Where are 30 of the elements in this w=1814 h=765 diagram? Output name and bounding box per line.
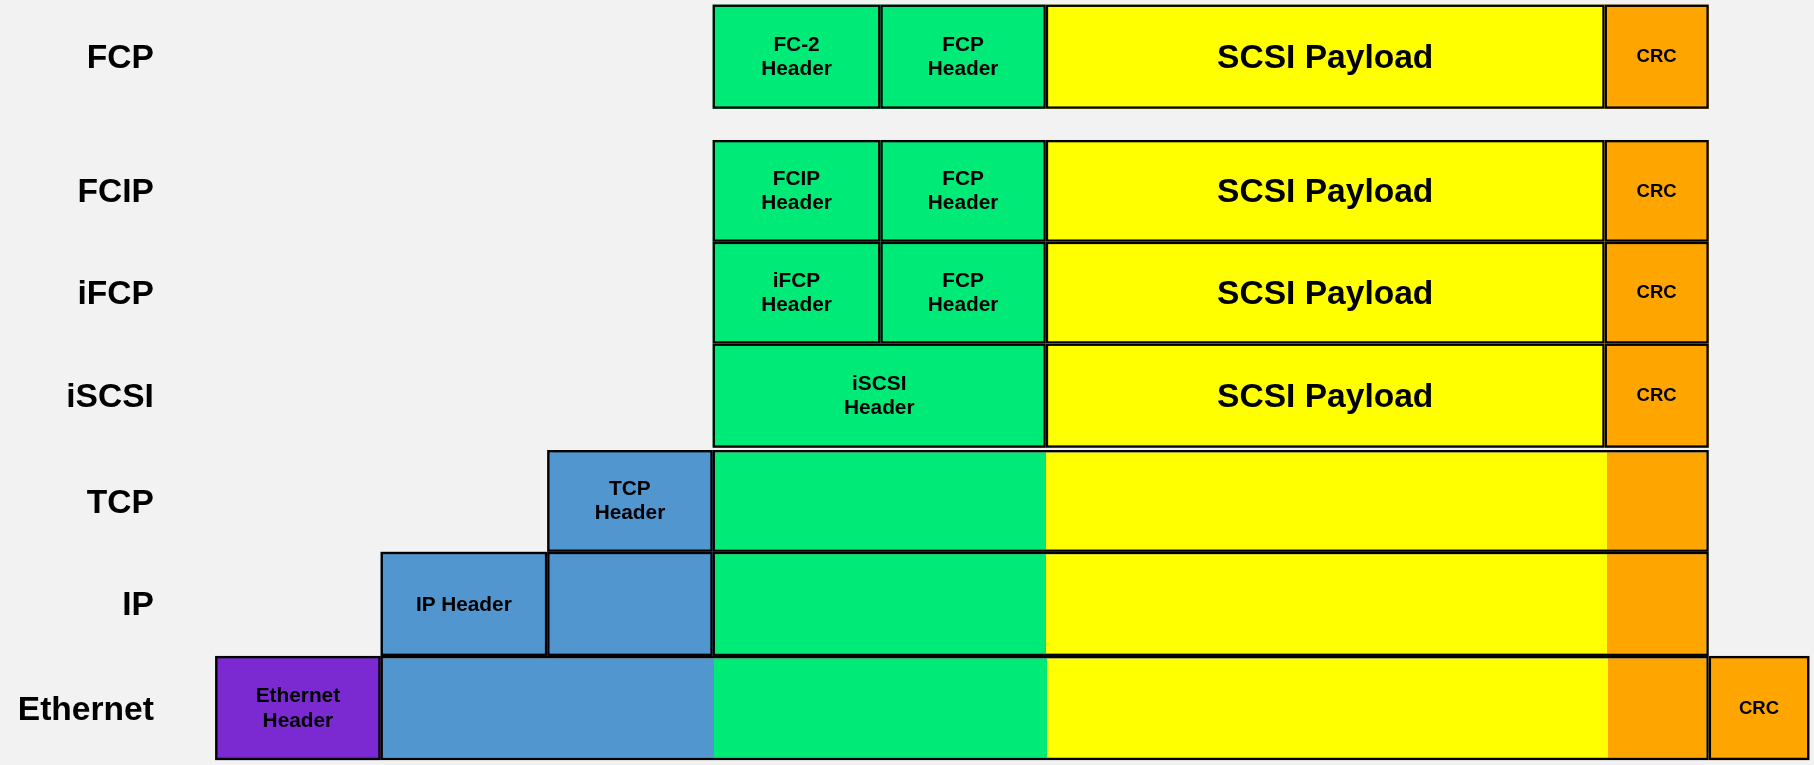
layer-label: Ethernet [17,689,154,728]
header-field: IP Header [380,551,548,656]
payload-field: SCSI Payload [1045,4,1605,109]
checksum-field: CRC [1604,4,1709,109]
header-field: Ethernet Header [215,655,381,761]
layer-label: IP [122,585,154,624]
checksum-field: CRC [1604,343,1709,448]
layer-label: FCIP [77,172,154,211]
payload-field: SCSI Payload [1045,343,1605,448]
header-field: iSCSI Header [712,343,1046,448]
data-field [380,655,1709,761]
layer-label: iSCSI [66,377,154,416]
layer-label: iFCP [77,274,154,313]
data-field [712,450,1709,552]
payload-field: SCSI Payload [1045,140,1605,242]
data-field [712,551,1709,656]
header-field: FCIP Header [712,140,881,242]
checksum-field: CRC [1708,655,1810,761]
header-field: FCP Header [880,140,1046,242]
layer-label: TCP [86,482,154,521]
header-field: FCP Header [880,4,1046,109]
header-field: TCP Header [547,450,713,552]
checksum-field: CRC [1604,140,1709,242]
header-field: iFCP Header [712,241,881,344]
header-field: FC-2 Header [712,4,881,109]
checksum-field: CRC [1604,241,1709,344]
data-field [547,551,713,656]
header-field: FCP Header [880,241,1046,344]
layer-label: FCP [86,38,154,77]
payload-field: SCSI Payload [1045,241,1605,344]
